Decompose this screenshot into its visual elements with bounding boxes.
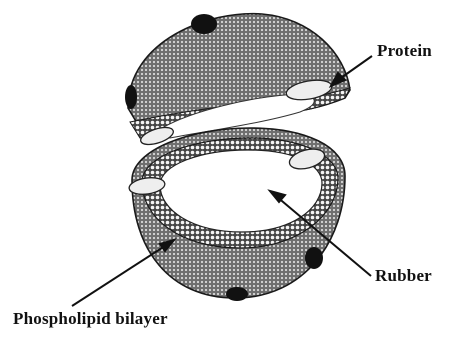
cap-protein-dark-top <box>191 14 217 34</box>
bowl-protein-dark-bottom <box>226 287 248 301</box>
rubber-label: Rubber <box>375 266 432 286</box>
protein-label: Protein <box>377 41 432 61</box>
bilayer-pointer-line <box>72 244 168 306</box>
bowl-protein-dark-right <box>305 247 323 269</box>
phospholipid-bilayer-label: Phospholipid bilayer <box>13 309 168 329</box>
lower-hemisphere <box>128 128 345 301</box>
cap-protein-dark-left <box>125 85 137 109</box>
